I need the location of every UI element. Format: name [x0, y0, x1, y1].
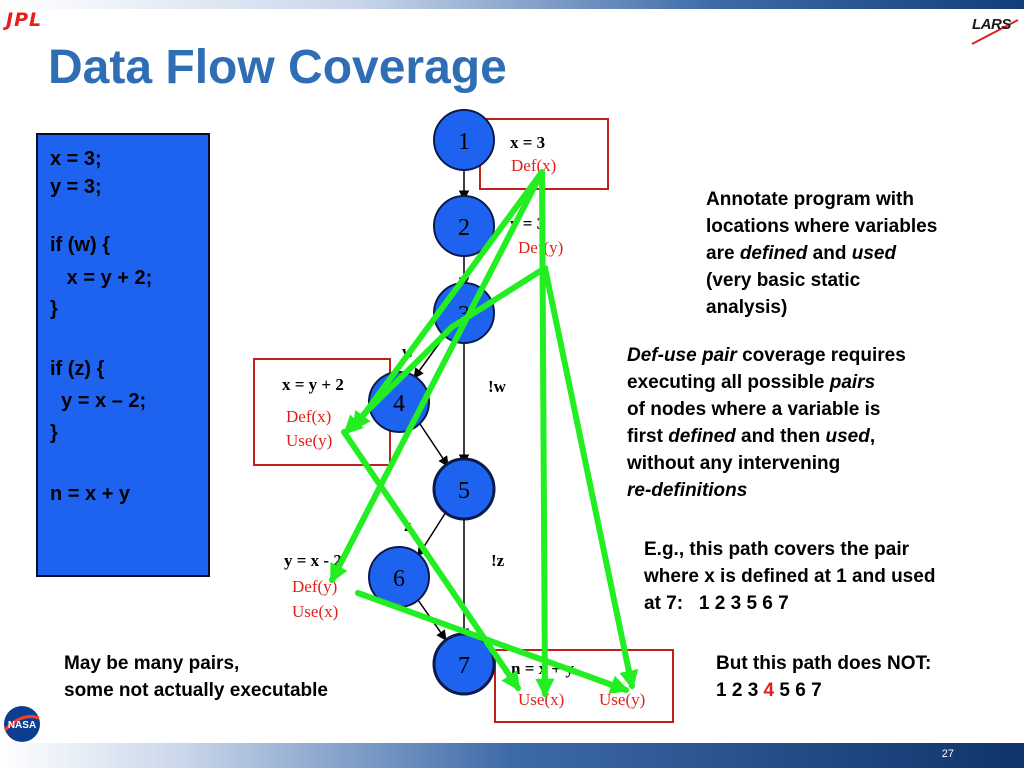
svg-text:6: 6	[393, 566, 405, 592]
defuse-arrow	[542, 265, 639, 690]
defuse-note: Def-use pair coverage requires executing…	[627, 345, 906, 501]
node1-def: Def(x)	[511, 156, 556, 175]
nasa-logo: NASA	[3, 706, 40, 742]
graph-node: 5	[432, 457, 496, 521]
edge-label-not-w: !w	[488, 377, 507, 396]
node1-statement: x = 3	[510, 133, 545, 152]
lars-logo: LARS	[972, 16, 1011, 33]
defuse-arrow	[351, 169, 545, 432]
many-pairs-note: May be many pairs, some not actually exe…	[64, 653, 328, 701]
top-gradient-bar	[0, 0, 1024, 9]
svg-text:5: 5	[458, 478, 470, 504]
lars-logo-swoosh	[971, 19, 1019, 45]
code-line: if (z) {	[50, 358, 105, 380]
defuse-arrow	[329, 169, 545, 584]
code-line: x = y + 2;	[50, 267, 153, 289]
edge-4-5	[419, 423, 449, 467]
defuse-arrow	[449, 265, 548, 330]
svg-text:4: 4	[393, 391, 405, 417]
annotate-note: Annotate program with locations where va…	[706, 189, 938, 318]
node4-use: Use(y)	[286, 431, 332, 450]
node7-use-y: Use(y)	[599, 690, 645, 709]
graph-node: 6	[368, 546, 430, 608]
bottom-gradient-bar	[0, 743, 1024, 768]
edge-label-not-z: !z	[491, 551, 505, 570]
node4-statement: x = y + 2	[282, 375, 344, 394]
svg-text:2: 2	[458, 215, 470, 241]
node6-use: Use(x)	[292, 602, 338, 621]
defuse-arrow	[355, 590, 630, 694]
code-line: y = x – 2;	[50, 390, 147, 412]
defuse-arrow	[535, 169, 555, 698]
defuse-arrow	[341, 429, 521, 692]
node7-use-x: Use(x)	[518, 690, 564, 709]
code-line: }	[50, 422, 58, 444]
graph-node: 2	[433, 195, 495, 257]
svg-text:NASA: NASA	[8, 720, 36, 731]
svg-text:1: 1	[458, 129, 470, 155]
node6-def: Def(y)	[292, 577, 337, 596]
code-line: n = x + y	[50, 483, 131, 505]
svg-text:7: 7	[458, 653, 470, 679]
node7-annotation-box	[494, 649, 674, 723]
defuse-arrow	[343, 324, 455, 435]
code-listing: x = 3; y = 3; if (w) { x = y + 2; } if (…	[36, 133, 210, 577]
graph-node: 1	[433, 109, 495, 171]
graph-node: 7	[432, 632, 496, 696]
node4-def: Def(x)	[286, 407, 331, 426]
counter-example-note: But this path does NOT: 1 2 3 4 5 6 7	[716, 653, 932, 701]
jpl-logo: JPL	[6, 9, 43, 31]
code-line: x = 3;	[50, 148, 102, 170]
slide-number: 27	[941, 748, 954, 760]
code-line: if (w) {	[50, 234, 110, 256]
node6-statement: y = x - 2	[284, 551, 342, 570]
page-title: Data Flow Coverage	[48, 41, 507, 94]
example-note: E.g., this path covers the pair where x …	[644, 539, 936, 614]
code-line: y = 3;	[50, 176, 102, 198]
code-line: }	[50, 298, 58, 320]
